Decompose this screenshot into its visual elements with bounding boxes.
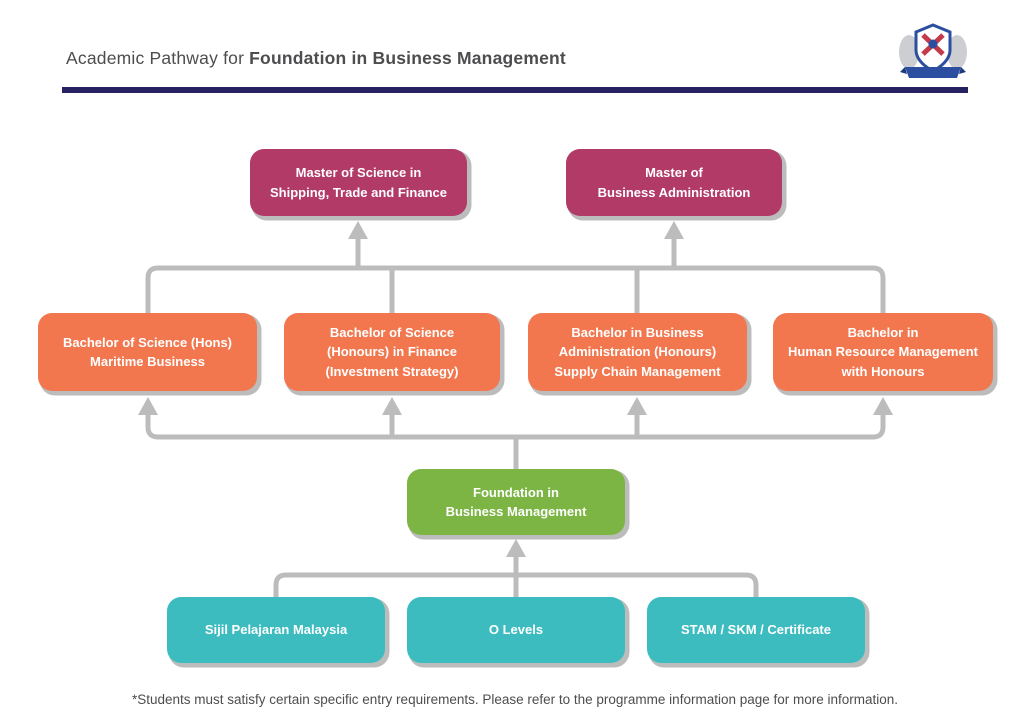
node-foundation-business-management: Foundation in Business Management	[407, 469, 625, 535]
page-title: Academic Pathway for Foundation in Busin…	[66, 48, 566, 69]
footnote: *Students must satisfy certain specific …	[131, 692, 899, 707]
node-entry-sijil-pelajaran-malaysia: Sijil Pelajaran Malaysia	[167, 597, 385, 663]
header-divider	[62, 87, 968, 93]
university-crest-logo-icon	[899, 23, 967, 78]
node-master-science-shipping-trade-finance: Master of Science in Shipping, Trade and…	[250, 149, 467, 216]
node-bachelor-finance-investment-strategy: Bachelor of Science (Honours) in Finance…	[284, 313, 500, 391]
node-bachelor-human-resource-management: Bachelor in Human Resource Management wi…	[773, 313, 993, 391]
node-entry-o-levels: O Levels	[407, 597, 625, 663]
node-master-business-administration: Master of Business Administration	[566, 149, 782, 216]
node-bachelor-maritime-business: Bachelor of Science (Hons) Maritime Busi…	[38, 313, 257, 391]
page-title-regular: Academic Pathway for	[66, 48, 245, 68]
page-title-bold: Foundation in Business Management	[249, 48, 566, 68]
node-entry-stam-skm-certificate: STAM / SKM / Certificate	[647, 597, 865, 663]
node-bachelor-supply-chain-management: Bachelor in Business Administration (Hon…	[528, 313, 747, 391]
